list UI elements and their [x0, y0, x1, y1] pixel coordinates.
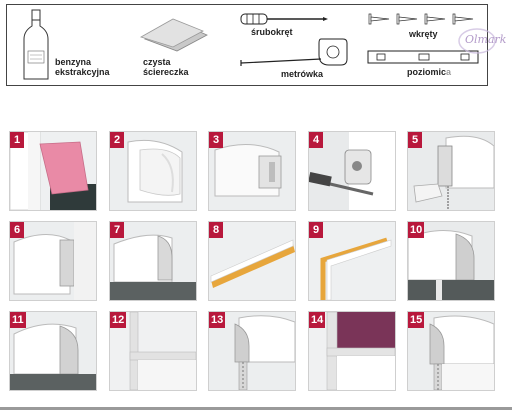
- step-number: 11: [10, 312, 26, 328]
- step-panel: 15: [407, 311, 495, 391]
- step-6-illustration: [10, 222, 96, 300]
- step-7-illustration: [110, 222, 196, 300]
- step-number: 7: [110, 222, 124, 238]
- step-15-illustration: [408, 312, 494, 390]
- step-number: 9: [309, 222, 323, 238]
- step-number: 6: [10, 222, 24, 238]
- logo-text: Olmark: [465, 33, 507, 46]
- step-number: 13: [209, 312, 226, 328]
- step-panel: 8: [208, 221, 296, 301]
- step-number: 2: [110, 132, 124, 148]
- brand-logo: Olmark: [455, 25, 512, 61]
- step-9-illustration: [309, 222, 395, 300]
- tape-measure-label: metrówka: [281, 69, 324, 79]
- logo-swirl-icon: [458, 28, 496, 54]
- step-panel: 3: [208, 131, 296, 211]
- step-number: 8: [209, 222, 223, 238]
- spirit-level-icon: [367, 50, 479, 64]
- step-panel: 13: [208, 311, 296, 391]
- step-panel: 14: [308, 311, 396, 391]
- step-number: 12: [110, 312, 127, 328]
- step-panel: 6: [9, 221, 97, 301]
- step-14-illustration: [309, 312, 395, 390]
- bottle-icon: [23, 9, 49, 80]
- screws-label: wkręty: [409, 29, 438, 39]
- step-panel: 5: [407, 131, 495, 211]
- step-panel: 7: [109, 221, 197, 301]
- step-panel: 4: [308, 131, 396, 211]
- step-4-illustration: [309, 132, 395, 210]
- step-number: 15: [408, 312, 425, 328]
- screwdriver-label: śrubokręt: [251, 27, 293, 37]
- step-panel: 12: [109, 311, 197, 391]
- benzyna-label: benzyna ekstrakcyjna: [55, 57, 110, 77]
- step-2-illustration: [110, 132, 196, 210]
- bottom-divider: [0, 407, 512, 410]
- step-number: 3: [209, 132, 223, 148]
- level-label: poziomica: [407, 67, 452, 77]
- screwdriver-icon: [240, 13, 328, 25]
- step-number: 4: [309, 132, 323, 148]
- step-number: 10: [408, 222, 425, 238]
- step-number: 5: [408, 132, 422, 148]
- tools-panel: benzyna ekstrakcyjna czysta ściereczka ś…: [6, 4, 488, 86]
- step-panel: 9: [308, 221, 396, 301]
- step-10-illustration: [408, 222, 494, 300]
- step-number: 1: [10, 132, 24, 148]
- cloth-icon: [139, 18, 208, 52]
- step-panel: 10: [407, 221, 495, 301]
- screws-icon: [368, 13, 474, 25]
- step-number: 14: [309, 312, 326, 328]
- step-panel: 11: [9, 311, 97, 391]
- step-panel: 1: [9, 131, 97, 211]
- cloth-label: czysta ściereczka: [143, 57, 189, 77]
- step-panel: 2: [109, 131, 197, 211]
- step-3-illustration: [209, 132, 295, 210]
- step-8-illustration: [209, 222, 295, 300]
- step-1-illustration: [10, 132, 96, 210]
- step-5-illustration: [408, 132, 494, 210]
- tape-measure-icon: [240, 38, 348, 66]
